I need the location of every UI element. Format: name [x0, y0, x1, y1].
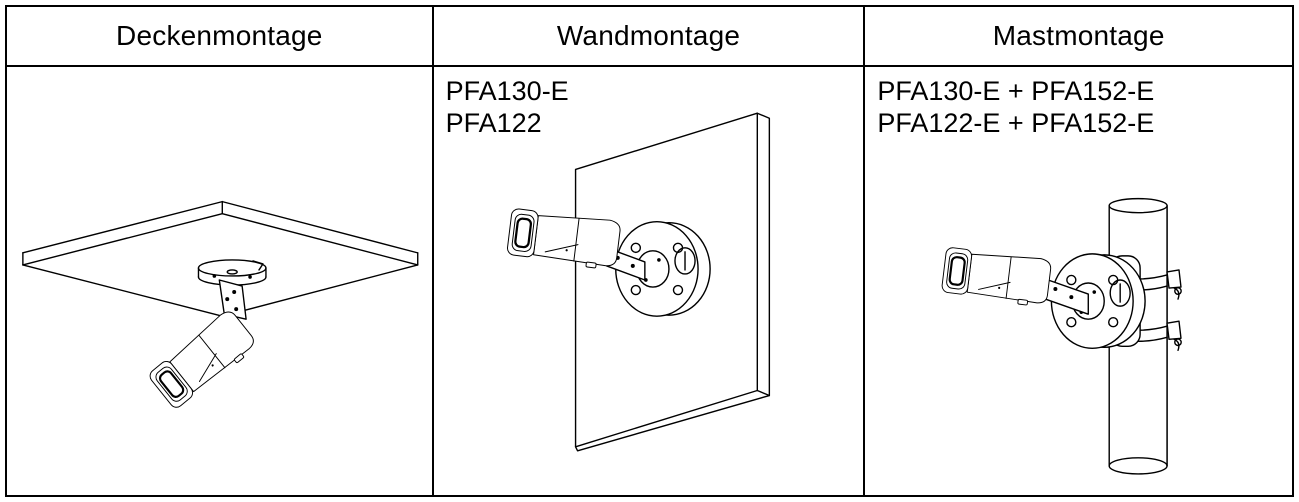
bullet-camera-icon: [940, 245, 1054, 309]
product-codes: PFA130-E PFA122: [446, 75, 569, 140]
table-grid: Deckenmontage Wandmontage Mastmontage: [5, 5, 1294, 497]
column-header-wandmontage: Wandmontage: [433, 7, 866, 67]
pole-mount-cell: PFA130-E + PFA152-E PFA122-E + PFA152-E: [865, 67, 1292, 495]
pole-mount-illustration-icon: [940, 197, 1183, 475]
ceiling-mount-illustration-icon: [22, 200, 419, 414]
column-header-deckenmontage: Deckenmontage: [7, 7, 434, 67]
ceiling-mount-base: [197, 259, 267, 286]
mounting-options-table: Deckenmontage Wandmontage Mastmontage: [5, 5, 1294, 497]
bullet-camera-icon: [146, 306, 260, 414]
wall-mount-cell: PFA130-E PFA122: [434, 67, 866, 495]
ceiling-bracket: [218, 279, 247, 320]
product-label: PFA122: [445, 108, 542, 139]
product-label: PFA130-E + PFA152-E: [877, 76, 1155, 106]
column-header-mastmontage: Mastmontage: [865, 7, 1292, 67]
ceiling-mount-cell: [7, 67, 434, 495]
product-label: PFA130-E: [445, 76, 569, 106]
product-codes: PFA130-E + PFA152-E PFA122-E + PFA152-E: [877, 75, 1154, 140]
ceiling-panel: [22, 200, 419, 317]
product-label: PFA122-E + PFA152-E: [877, 108, 1155, 139]
wall-mount-illustration-icon: [504, 112, 770, 452]
